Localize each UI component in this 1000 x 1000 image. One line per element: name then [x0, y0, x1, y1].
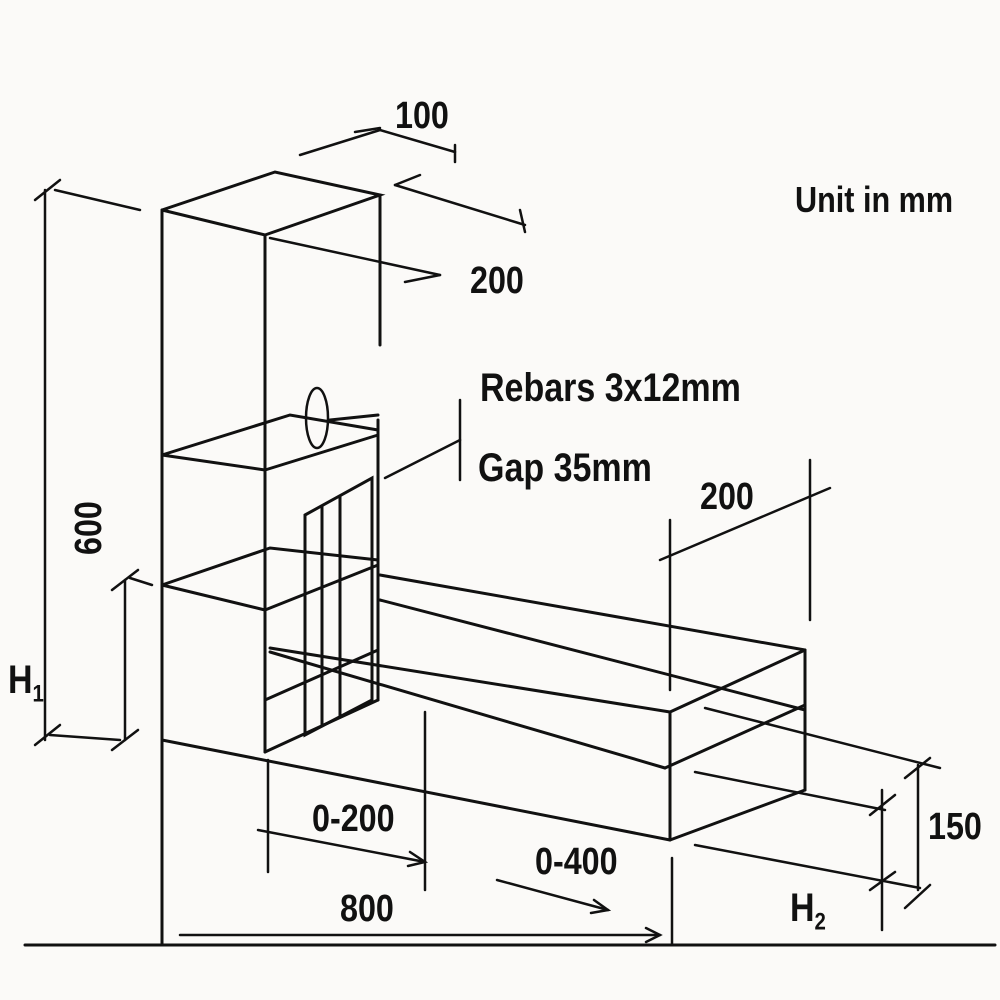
height-label: 600 — [68, 501, 110, 555]
horizontal-channel — [160, 573, 807, 842]
rebars-label: Rebars 3x12mm — [480, 366, 741, 410]
rebar-section — [304, 386, 330, 450]
channel-width-label: 200 — [700, 476, 754, 518]
unit-label: Unit in mm — [795, 179, 954, 220]
h1-label: H1 — [8, 660, 44, 706]
channel-height-label: 150 — [928, 806, 982, 848]
gap-label: Gap 35mm — [478, 446, 652, 490]
top-depth-label: 200 — [470, 260, 524, 302]
h2-main: H — [790, 886, 815, 930]
dimension-lines — [33, 126, 942, 947]
h2-sub: 2 — [814, 908, 826, 936]
length-label: 800 — [340, 888, 394, 930]
arrows — [178, 828, 663, 944]
h2-label: H2 — [790, 888, 826, 934]
mark-0-200-label: 0-200 — [312, 798, 395, 840]
top-width-label: 100 — [395, 95, 449, 137]
gate-rebars — [303, 475, 374, 738]
vertical-column — [160, 170, 386, 947]
h1-sub: 1 — [32, 680, 44, 708]
mark-0-400-label: 0-400 — [535, 841, 618, 883]
h1-main: H — [8, 658, 33, 702]
